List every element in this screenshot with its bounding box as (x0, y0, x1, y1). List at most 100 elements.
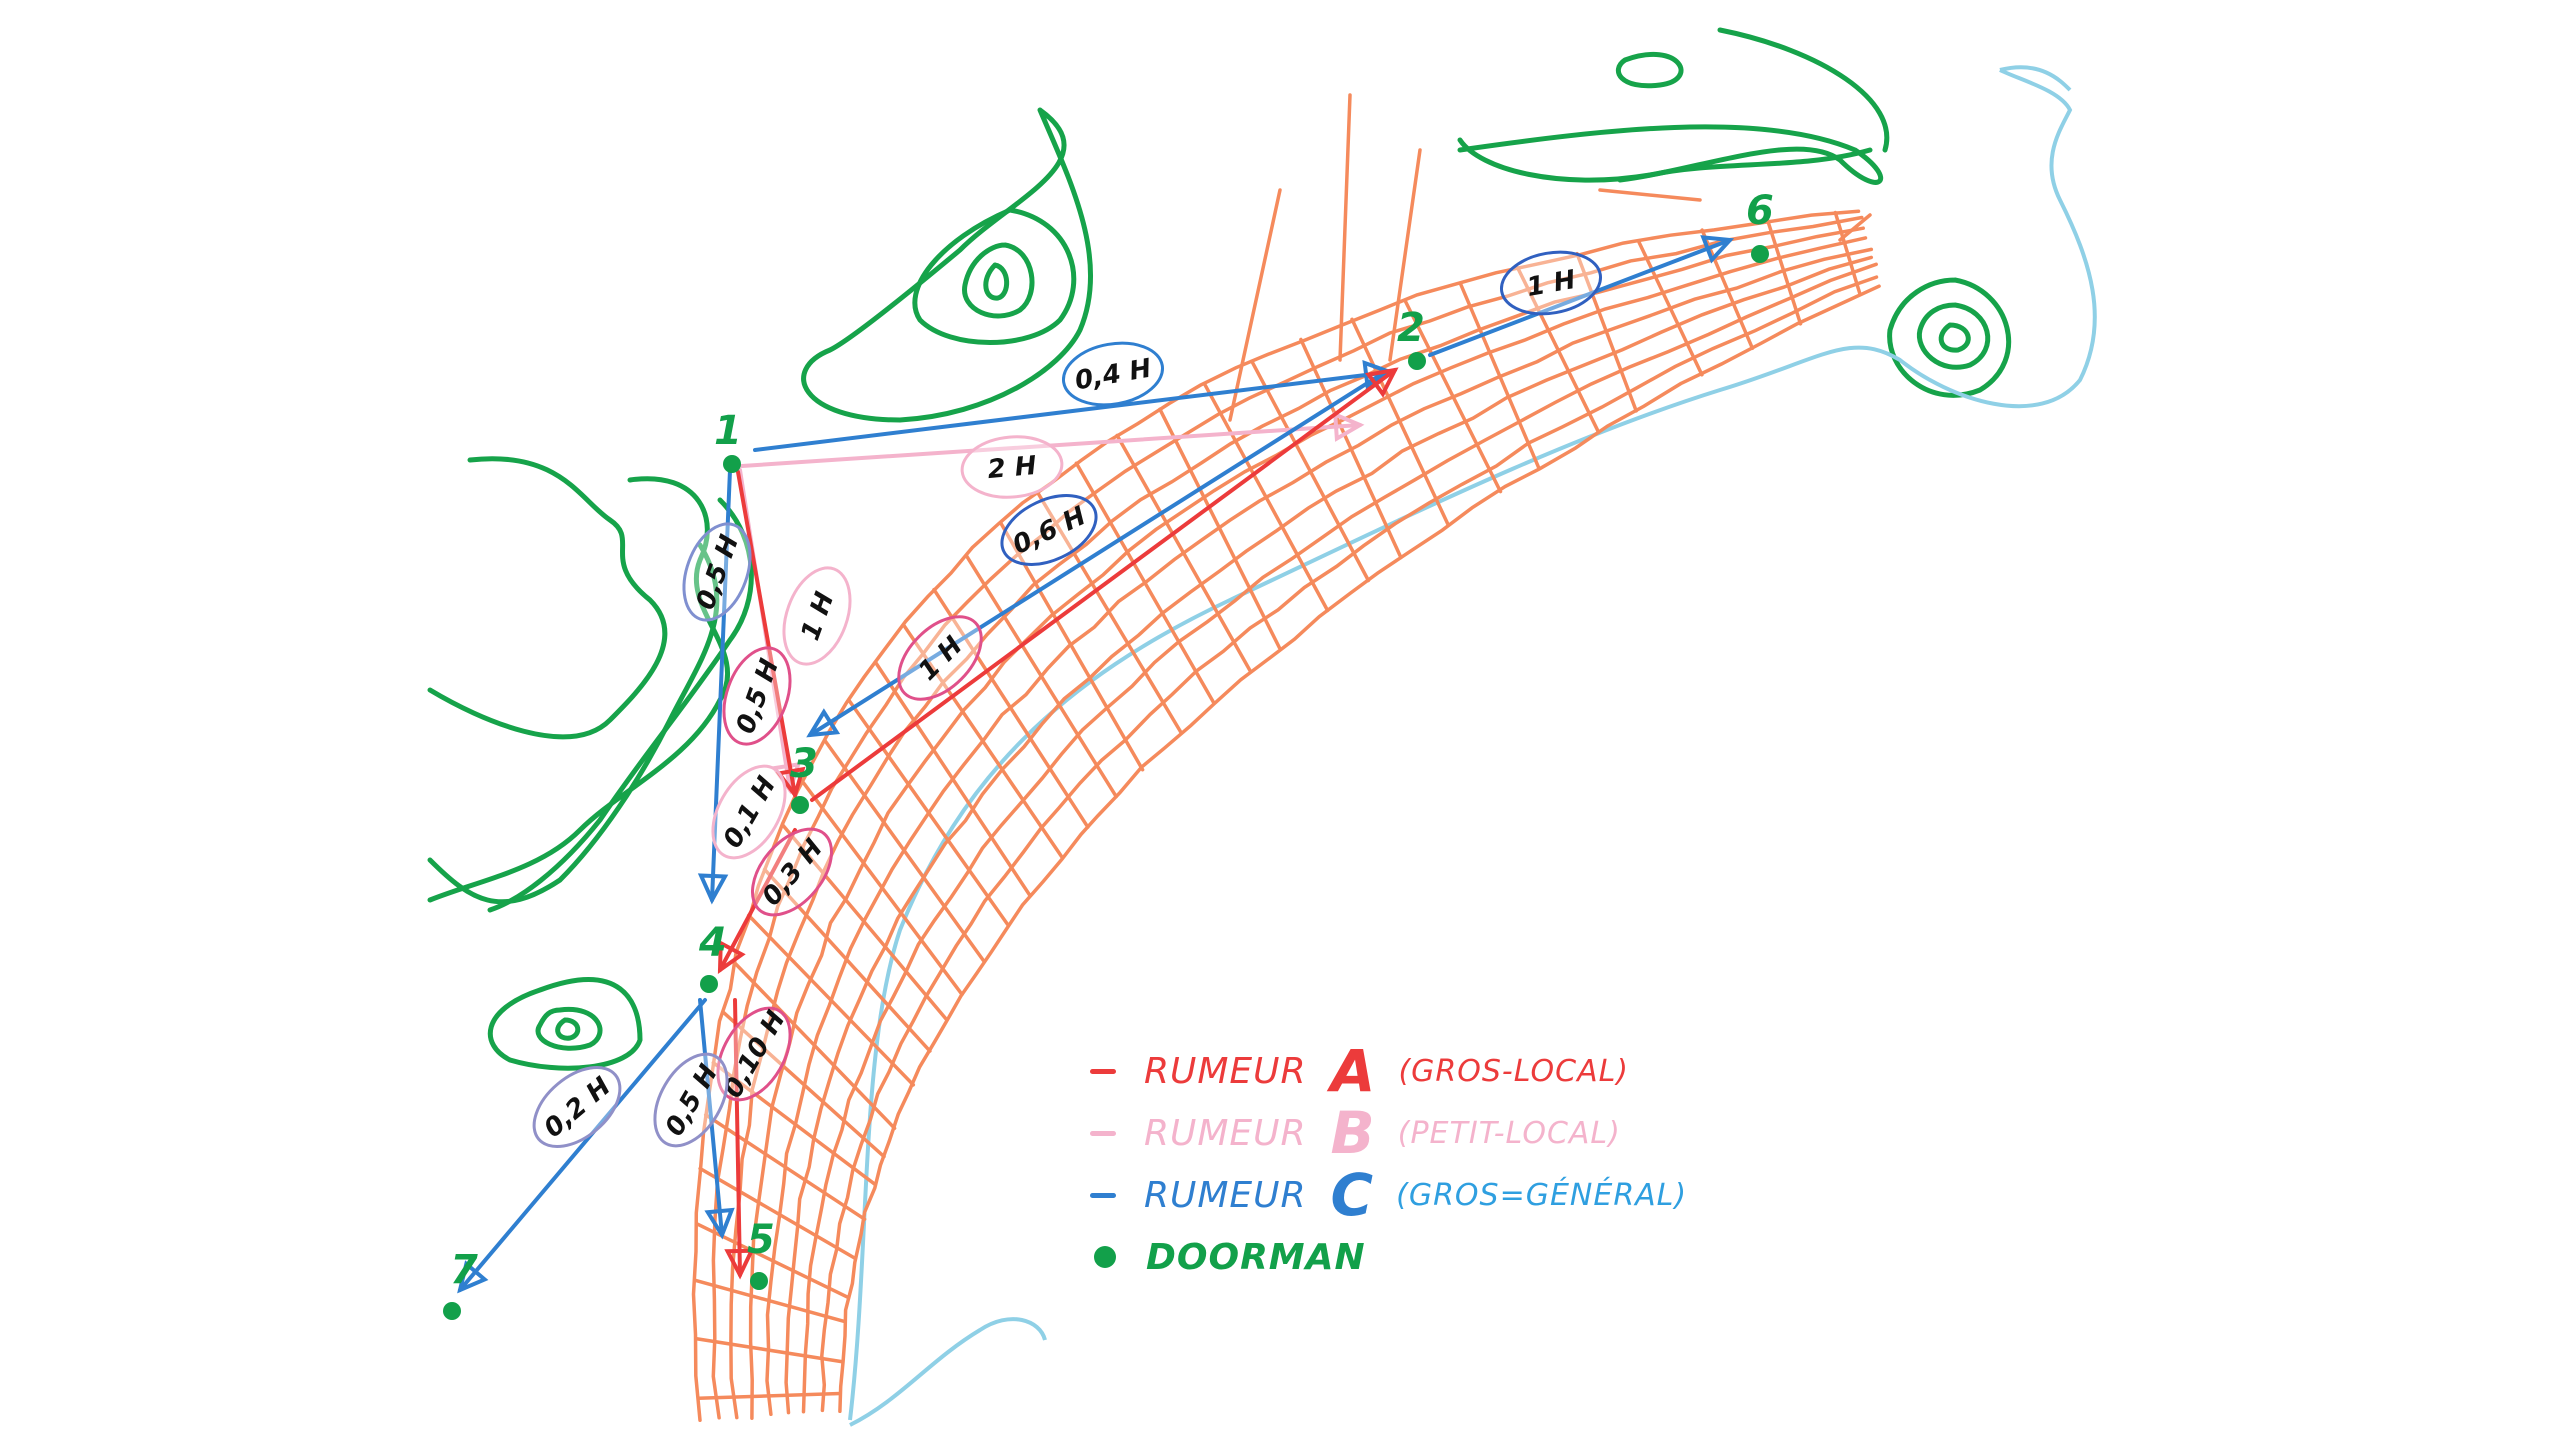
contour-line (535, 1006, 603, 1051)
street (800, 780, 964, 997)
route-arrow (1428, 238, 1732, 357)
duration-badge: 1 H (897, 615, 983, 701)
legend-desc: (GROS-LOCAL) (1398, 1053, 1630, 1089)
street (1388, 148, 1422, 362)
contour-line (1916, 302, 1991, 370)
contour-line (1616, 52, 1684, 89)
route-arrow (458, 998, 707, 1292)
badge-outline (1061, 341, 1165, 407)
badge-outline (711, 764, 787, 860)
badge-outline (750, 827, 834, 917)
street (820, 275, 1879, 1413)
street (1158, 407, 1282, 650)
street (765, 247, 1874, 1417)
badge-outline (960, 435, 1064, 499)
street (711, 1060, 877, 1186)
arrowhead-icon (1362, 360, 1395, 391)
street (729, 226, 1865, 1420)
contour-line (983, 262, 1010, 301)
street (1700, 228, 1755, 351)
street (1338, 93, 1352, 362)
doorman-node-1 (723, 455, 741, 473)
duration-label: 2 H (986, 451, 1038, 485)
street (780, 823, 949, 1022)
rumour-c-swatch (1090, 1192, 1116, 1198)
street (1833, 210, 1862, 297)
street (1575, 251, 1638, 413)
street (873, 660, 1032, 898)
route-arrow (698, 998, 724, 1237)
badge-outline (1499, 250, 1603, 316)
arrowhead-icon (697, 873, 729, 905)
street (1299, 337, 1403, 560)
street (932, 587, 1090, 829)
legend-letter: A (1330, 1037, 1377, 1105)
street (1636, 239, 1704, 377)
arrowhead-icon (724, 1248, 755, 1280)
contour-line (427, 542, 720, 905)
street (1203, 382, 1330, 613)
route-arrow (710, 468, 732, 902)
contour-line (427, 456, 668, 740)
street (1350, 317, 1451, 528)
arrowhead-icon (775, 766, 806, 800)
street (784, 255, 1874, 1415)
street (964, 554, 1118, 799)
legend-letter: B (1330, 1099, 1376, 1167)
contour-line (1938, 322, 1971, 353)
street (694, 1336, 844, 1364)
legend-letter: C (1330, 1161, 1375, 1229)
contour-line (1457, 124, 1884, 185)
contour-line (487, 977, 643, 1071)
street (1074, 461, 1216, 705)
duration-badge: 2 H (960, 435, 1064, 499)
duration-badge: 0,5 H (722, 646, 792, 746)
arrowhead-icon (704, 1207, 735, 1240)
duration-badge: 0,5 H (653, 1052, 729, 1148)
street (901, 623, 1064, 859)
street (838, 284, 1881, 1414)
street (1403, 298, 1503, 494)
doorman-node-7 (443, 1302, 461, 1320)
legend-rumour-c: RUMEUR C (GROS=GÉNÉRAL) (1090, 1161, 1687, 1229)
legend-doorman: DOORMAN (1090, 1226, 1687, 1288)
contour-line (1457, 137, 1873, 183)
legend-rumour-b: RUMEUR B (PETIT-LOCAL) (1090, 1099, 1687, 1167)
street (1458, 281, 1541, 470)
rumour-a-swatch (1090, 1068, 1116, 1074)
street (1250, 359, 1371, 583)
doorman-node-4 (700, 975, 718, 993)
doorman-dot-icon (1094, 1246, 1116, 1268)
street (823, 738, 986, 963)
contour-line (912, 207, 1077, 345)
route-arrow (753, 370, 1392, 452)
street (1035, 490, 1183, 735)
badge-outline (682, 522, 752, 622)
node-number: 7 (450, 1247, 478, 1293)
coastline-path (849, 1317, 1047, 1427)
arrowhead-icon (717, 939, 746, 974)
node-number: 5 (747, 1217, 775, 1263)
arrowhead-icon (457, 1260, 489, 1294)
arrowhead-icon (1333, 411, 1365, 442)
doorman-node-5 (750, 1272, 768, 1290)
legend-label: DOORMAN (1146, 1236, 1366, 1278)
street (733, 961, 897, 1131)
route-arrow (733, 998, 742, 1277)
doorman-node-6 (1751, 245, 1769, 263)
legend-label: RUMEUR (1144, 1112, 1307, 1154)
doorman-node-3 (791, 796, 809, 814)
legend: RUMEUR A (GROS-LOCAL) RUMEUR B (PETIT-LO… (1090, 1037, 1687, 1288)
street (746, 913, 916, 1087)
badge-outline (722, 646, 792, 746)
badge-outline (897, 615, 983, 701)
doorman-node-2 (1408, 352, 1426, 370)
arrowhead-icon (1700, 235, 1735, 264)
badge-outline (782, 566, 852, 666)
arrowhead-icon (806, 708, 841, 738)
route-arrow (736, 470, 797, 797)
street (1765, 218, 1803, 326)
badge-outline (532, 1065, 622, 1149)
